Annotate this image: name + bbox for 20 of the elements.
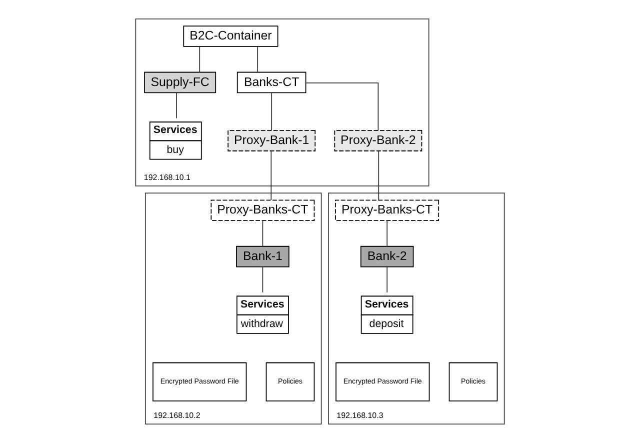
connector	[199, 46, 200, 73]
node-box: Bank-2	[360, 246, 414, 268]
connector	[378, 150, 380, 200]
connector	[262, 220, 264, 247]
node-box: Proxy-Bank-1	[228, 130, 316, 152]
connector	[386, 220, 388, 247]
node-box: Proxy-Banks-CT	[210, 200, 315, 222]
connector	[270, 150, 272, 200]
node-box: Bank-1	[236, 246, 290, 268]
connector	[271, 92, 272, 131]
connector	[386, 266, 388, 293]
node-box: Supply-FC	[144, 72, 216, 94]
connector	[305, 82, 379, 131]
connector	[176, 92, 177, 119]
node-box: Proxy-Bank-2	[334, 130, 422, 152]
node-box: Banks-CT	[236, 72, 306, 94]
node-box: Proxy-Banks-CT	[335, 200, 440, 222]
connector	[257, 46, 258, 73]
node-box: B2C-Container	[183, 26, 278, 47]
connector	[262, 266, 264, 293]
